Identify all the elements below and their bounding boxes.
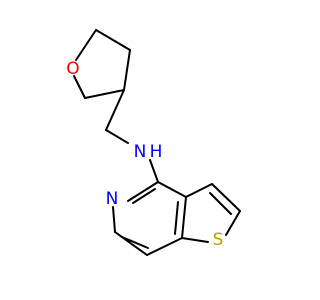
bond-c6-c7	[114, 231, 148, 256]
bond-c3-c2th	[211, 183, 241, 212]
bond-c4py-npy	[127, 181, 159, 202]
bond-c2th-s	[225, 210, 241, 236]
bond-ch2-n	[105, 129, 129, 144]
bond-c3a-c4py	[157, 181, 187, 198]
bond-c4py-npy-double	[132, 188, 156, 204]
bond-s-c7a	[181, 237, 209, 243]
bond-c5-c4	[84, 89, 125, 99]
bond-n-c4py	[149, 159, 159, 183]
amine-nitrogen-label: N	[134, 142, 147, 162]
bond-c3a-c3	[185, 183, 213, 198]
oxygen-label: O	[66, 59, 79, 79]
bond-npy-c6	[112, 206, 116, 233]
bond-o-c5	[73, 75, 86, 99]
bond-c2-o	[75, 29, 97, 61]
bond-c7a-c3a	[181, 196, 187, 239]
sulfur-label: S	[213, 230, 224, 250]
bond-c7a-c3a-double	[174, 201, 179, 235]
ring-nitrogen-label: N	[106, 189, 119, 209]
bond-c6-c7-double	[121, 236, 149, 249]
structure-diagram: O N H N S	[66, 29, 241, 256]
atom-labels: O N H N S	[66, 59, 223, 250]
bond-c4-c3	[123, 49, 131, 91]
amine-hydrogen-label: H	[150, 142, 163, 162]
bond-c4-ch2	[105, 89, 125, 131]
bond-c3-c2	[95, 29, 131, 51]
bond-c3-c2th-double	[209, 192, 232, 215]
bond-c7-c7a	[146, 237, 183, 256]
bonds	[73, 29, 241, 256]
molecule-canvas: O N H N S	[66, 29, 241, 256]
